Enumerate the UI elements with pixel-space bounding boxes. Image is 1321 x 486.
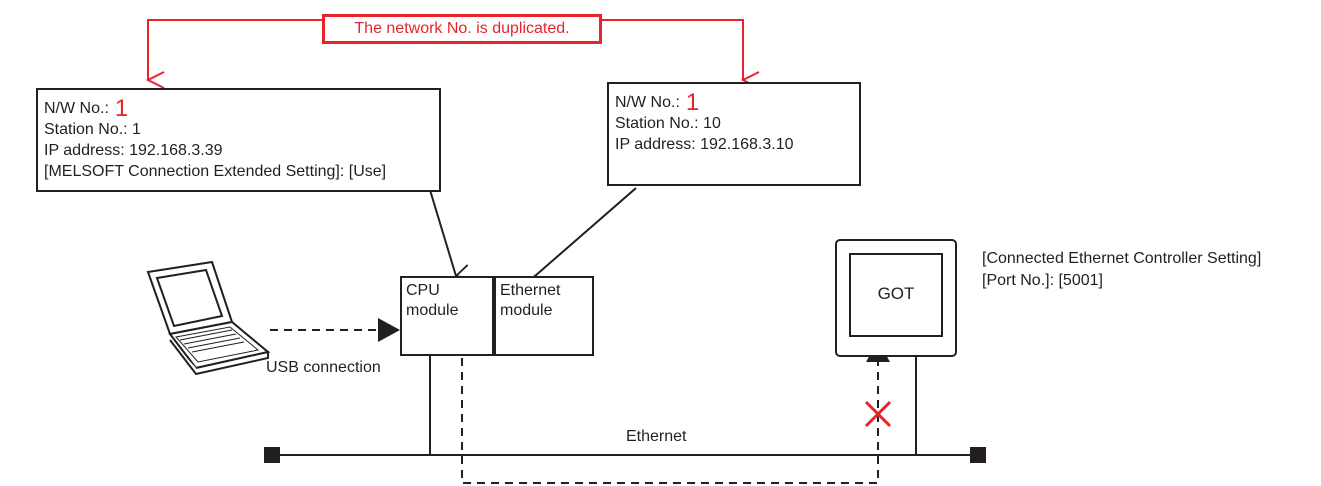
usb-connection-label: USB connection: [266, 359, 381, 376]
got-label: GOT: [877, 284, 915, 303]
duplicate-warning: The network No. is duplicated.: [322, 14, 602, 44]
duplicate-arrow-right: [602, 19, 743, 80]
station-number: Station No.: 10: [615, 115, 721, 132]
info-box-cpu: N/W No.: 1 Station No.: 1 IP address: 192…: [36, 88, 441, 192]
nw-label: N/W No.:: [44, 100, 109, 117]
callout-ethernet: [535, 187, 637, 276]
ethernet-module: Ethernet module: [492, 276, 594, 356]
ethernet-module-line1: Ethernet: [500, 282, 561, 299]
duplicate-arrow-left: [148, 19, 322, 80]
cpu-module-line1: CPU: [406, 282, 440, 299]
nw-value: 1: [685, 89, 700, 116]
bus-terminator-right: [970, 447, 986, 463]
nw-label: N/W No.:: [615, 94, 680, 111]
ip-address: IP address: 192.168.3.39: [44, 142, 223, 159]
usb-arrowhead: [378, 318, 400, 342]
failed-path: [461, 330, 879, 484]
laptop-icon: [146, 260, 271, 376]
cpu-module-line2: module: [406, 302, 459, 319]
callout-cpu: [429, 189, 456, 276]
cpu-module: CPU module: [400, 276, 494, 356]
ethernet-label: Ethernet: [626, 428, 687, 445]
failure-cross-icon: [864, 400, 892, 428]
got-setting-line2: [Port No.]: [5001]: [982, 272, 1103, 289]
nw-row: N/W No.: 1: [44, 95, 433, 122]
nw-row: N/W No.: 1: [615, 89, 853, 116]
ethernet-module-line2: module: [500, 302, 553, 319]
bus-terminator-left: [264, 447, 280, 463]
got-screen: [849, 253, 943, 337]
melsoft-setting: [MELSOFT Connection Extended Setting]: […: [44, 163, 387, 180]
ip-address: IP address: 192.168.3.10: [615, 136, 794, 153]
station-number: Station No.: 1: [44, 121, 141, 138]
info-box-ethernet: N/W No.: 1 Station No.: 10 IP address: 19…: [607, 82, 861, 186]
got-setting-line1: [Connected Ethernet Controller Setting]: [982, 250, 1262, 267]
nw-value: 1: [114, 95, 129, 122]
